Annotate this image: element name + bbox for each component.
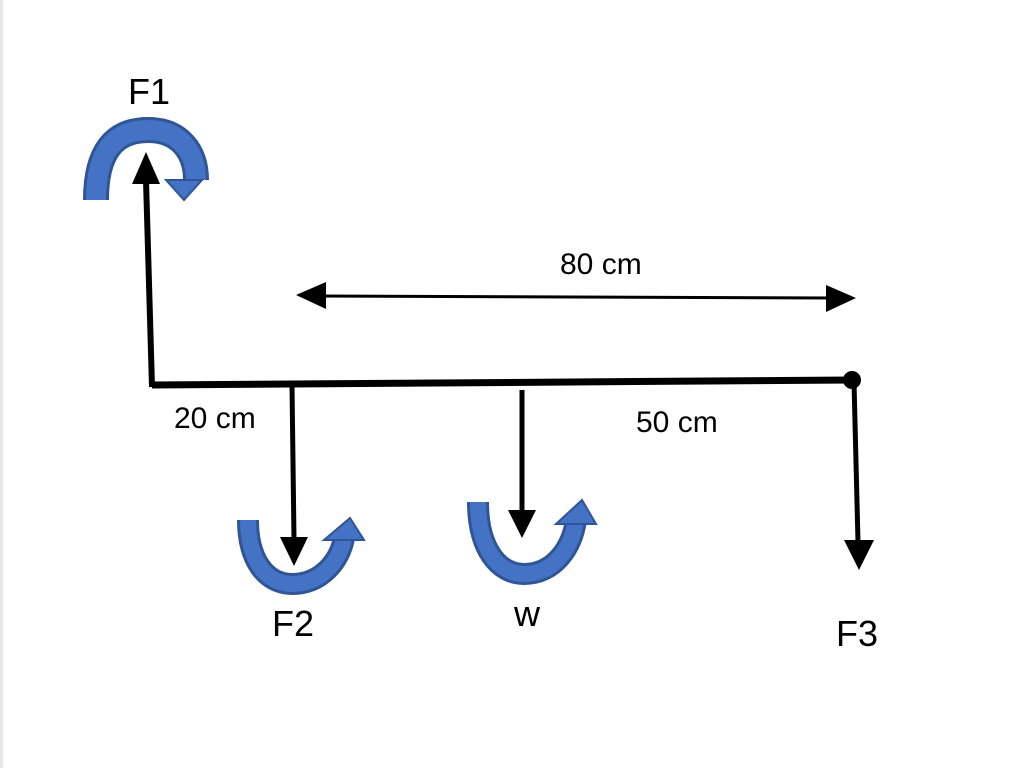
- force-f3-arrow: [844, 381, 874, 570]
- moment-f2-counterclockwise-icon: [237, 516, 366, 596]
- moment-w-counterclockwise-icon: [467, 498, 598, 586]
- label-80cm: 80 cm: [560, 248, 642, 281]
- label-20cm: 20 cm: [174, 402, 256, 435]
- dimension-80cm-arrow: [296, 282, 856, 312]
- moment-f1-clockwise-icon: [83, 116, 209, 202]
- left-edge-shade: [0, 0, 3, 768]
- label-f1: F1: [128, 71, 170, 112]
- force-f2-arrow: [280, 384, 308, 566]
- label-f3: F3: [836, 613, 878, 654]
- beam: [151, 376, 853, 389]
- label-w: w: [513, 593, 541, 634]
- force-f1-arrow: [132, 152, 160, 388]
- label-f2: F2: [272, 603, 314, 644]
- force-w-arrow: [508, 390, 536, 538]
- label-50cm: 50 cm: [636, 406, 718, 439]
